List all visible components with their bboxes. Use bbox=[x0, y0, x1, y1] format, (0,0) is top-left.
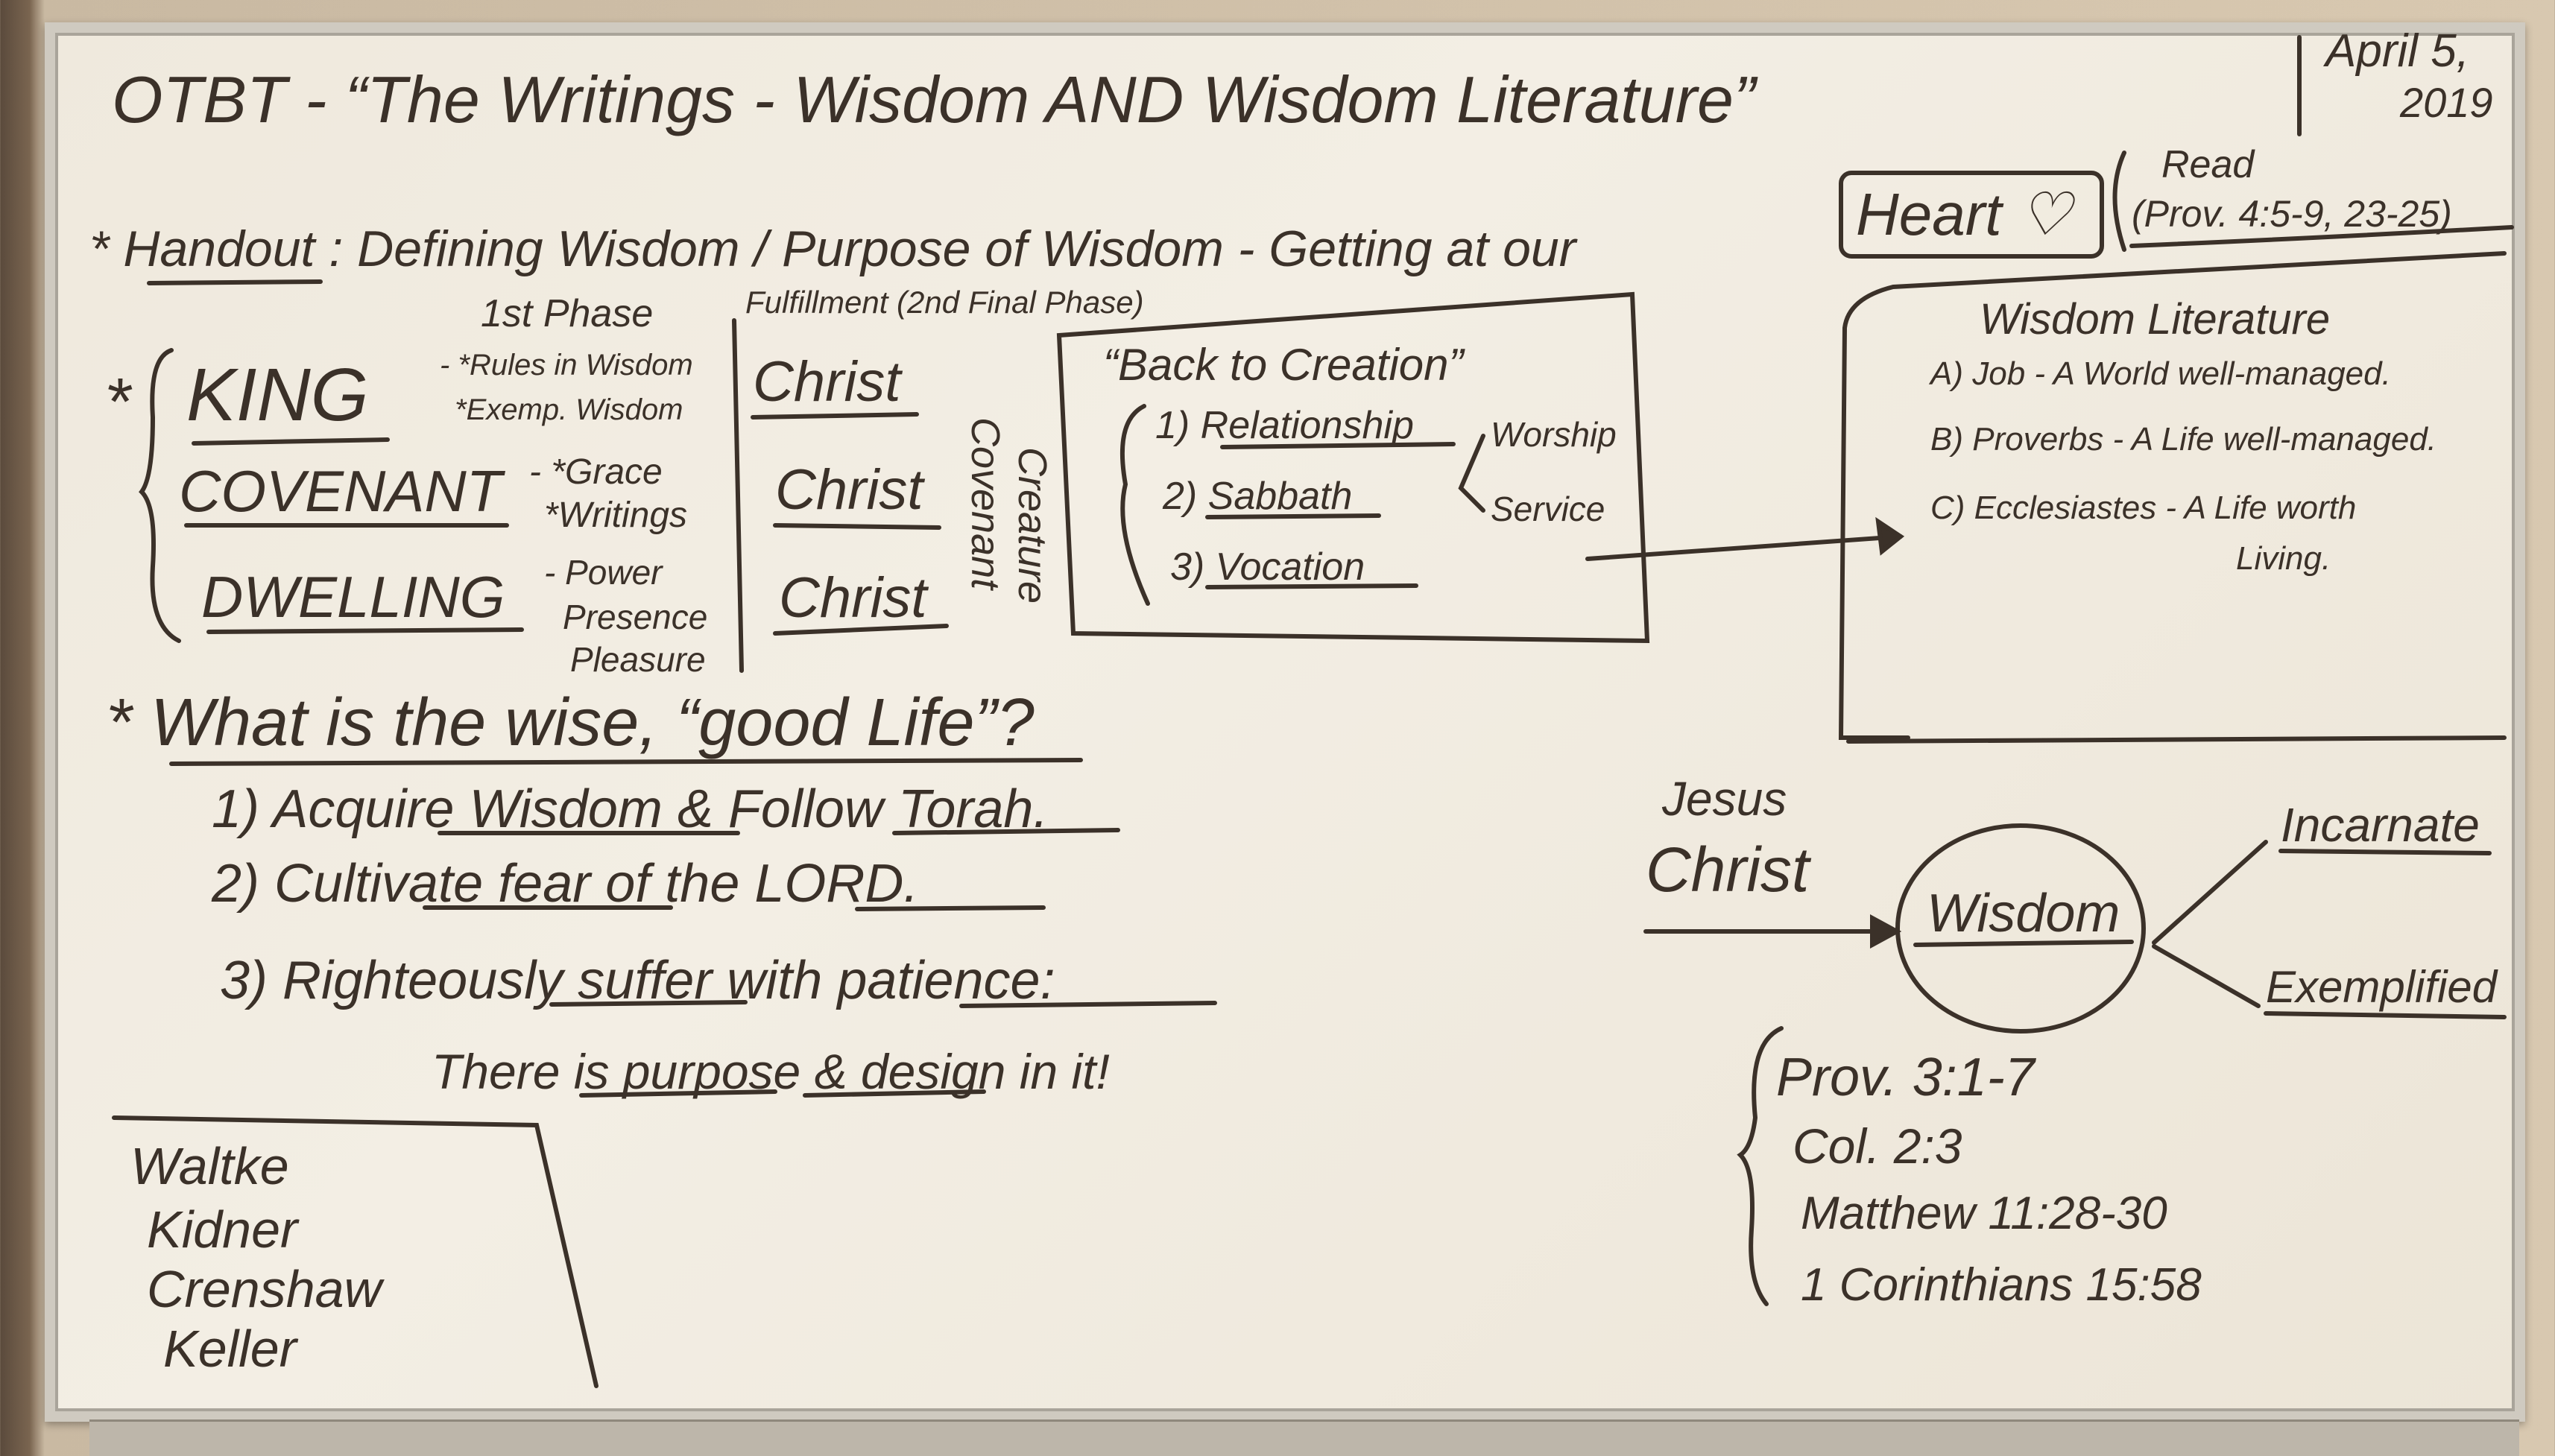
wisdom-ellipse bbox=[1895, 823, 2146, 1034]
jesus-label: Jesus bbox=[1662, 772, 1787, 826]
first-phase-label: 1st Phase bbox=[481, 292, 654, 335]
theme-king: KING bbox=[186, 353, 369, 437]
read-underline bbox=[2129, 225, 2514, 248]
king-fulfillment: Christ bbox=[753, 350, 901, 414]
dwelling-note: Presence bbox=[563, 598, 708, 636]
literature-item-cont: Living. bbox=[2236, 540, 2331, 577]
asterisk: * bbox=[104, 365, 131, 440]
covenant-note: *Writings bbox=[544, 496, 688, 535]
exemplified-label: Exemplified bbox=[2266, 962, 2498, 1012]
king-note: - *Rules in Wisdom bbox=[440, 349, 693, 382]
worship-label: Worship bbox=[1491, 415, 1617, 454]
date-line1: April 5, bbox=[2325, 25, 2469, 77]
heart-label: Heart ♡ bbox=[1856, 181, 2072, 247]
literature-item: A) Job - A World well-managed. bbox=[1930, 355, 2391, 392]
service-label: Service bbox=[1491, 490, 1605, 528]
handout-line: * Handout : Defining Wisdom / Purpose of… bbox=[89, 221, 1576, 277]
read-label: Read bbox=[2161, 143, 2255, 186]
whiteboard bbox=[45, 22, 2525, 1422]
theme-dwelling: DWELLING bbox=[201, 564, 505, 630]
phase-divider bbox=[732, 318, 744, 673]
creation-item: 1) Relationship bbox=[1155, 404, 1414, 447]
wisdom-branches bbox=[2152, 840, 2268, 1008]
good-life-point: 1) Acquire Wisdom & Follow Torah. bbox=[212, 779, 1049, 839]
author-name: Keller bbox=[163, 1320, 297, 1378]
christ-label: Christ bbox=[1646, 835, 1810, 905]
literature-title: Wisdom Literature bbox=[1980, 295, 2331, 344]
creature-word: Creature bbox=[1010, 447, 1055, 604]
board-title: OTBT - “The Writings - Wisdom AND Wisdom… bbox=[112, 63, 1756, 136]
handout-underline bbox=[147, 279, 323, 285]
covenant-note: - *Grace bbox=[529, 452, 663, 492]
read-reference: (Prov. 4:5-9, 23-25) bbox=[2132, 193, 2452, 235]
good-life-underline bbox=[169, 758, 1083, 766]
read-paren bbox=[2112, 151, 2126, 252]
creation-item: 2) Sabbath bbox=[1163, 475, 1353, 518]
date-line2: 2019 bbox=[2400, 79, 2493, 126]
literature-item: C) Ecclesiastes - A Life worth bbox=[1930, 490, 2357, 526]
creation-title: “Back to Creation” bbox=[1103, 340, 1464, 390]
dwelling-note: - Power bbox=[544, 553, 663, 592]
reference: Col. 2:3 bbox=[1793, 1118, 1962, 1174]
fulfillment-label: Fulfillment (2nd Final Phase) bbox=[745, 285, 1144, 320]
author-name: Waltke bbox=[130, 1137, 289, 1195]
good-life-point: 3) Righteously suffer with patience: bbox=[220, 951, 1055, 1010]
arrow-to-literature bbox=[1585, 534, 1903, 561]
theme-covenant: COVENANT bbox=[179, 458, 502, 524]
author-name: Crenshaw bbox=[147, 1260, 382, 1318]
literature-item: B) Proverbs - A Life well-managed. bbox=[1930, 421, 2437, 458]
dwelling-note: Pleasure bbox=[570, 640, 706, 679]
good-life-conclusion: There is purpose & design in it! bbox=[432, 1044, 1110, 1099]
themes-brace bbox=[139, 348, 181, 643]
literature-box bbox=[1838, 251, 2507, 740]
creation-box bbox=[1056, 291, 1650, 644]
reference: Prov. 3:1-7 bbox=[1776, 1048, 2035, 1107]
covenant-word: Covenant bbox=[963, 417, 1008, 590]
incarnate-label: Incarnate bbox=[2281, 798, 2480, 852]
good-life-point: 2) Cultivate fear of the LORD. bbox=[212, 854, 919, 914]
wisdom-center-label: Wisdom bbox=[1927, 884, 2120, 943]
authors-box bbox=[112, 1115, 599, 1388]
creation-brace bbox=[1119, 404, 1150, 606]
reference: Matthew 11:28-30 bbox=[1801, 1188, 2167, 1239]
reference: 1 Corinthians 15:58 bbox=[1801, 1259, 2202, 1311]
references-brace bbox=[1737, 1026, 1784, 1306]
good-life-question: * What is the wise, “good Life”? bbox=[106, 686, 1035, 760]
covenant-fulfillment: Christ bbox=[775, 458, 923, 522]
creation-item: 3) Vocation bbox=[1170, 545, 1365, 589]
king-note: *Exemp. Wisdom bbox=[455, 393, 683, 426]
marker-tray bbox=[89, 1419, 2519, 1456]
heart-box bbox=[1839, 171, 2104, 259]
author-name: Kidner bbox=[147, 1200, 298, 1259]
sabbath-branches bbox=[1458, 434, 1485, 513]
dwelling-fulfillment: Christ bbox=[779, 566, 927, 630]
